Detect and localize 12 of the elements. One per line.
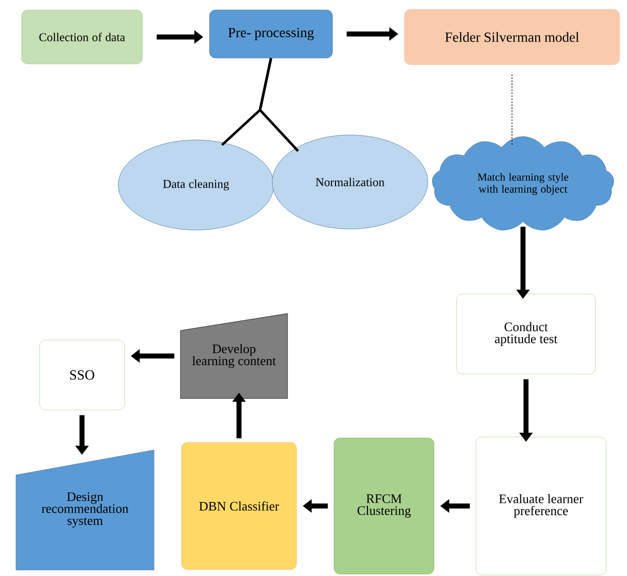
process-box: Felder Silverman model — [404, 9, 620, 65]
process-box: Collection of data — [21, 10, 143, 64]
process-trapezoid: Develop learning content — [180, 313, 288, 399]
process-box: SSO — [39, 340, 125, 410]
process-box: Evaluate learner preference — [476, 436, 606, 576]
process-box: DBN Classifier — [181, 442, 297, 570]
process-trapezoid: Design recommendation system — [16, 450, 154, 570]
process-box: Conduct aptitude test — [456, 294, 596, 374]
connector-line — [258, 58, 299, 152]
process-box: Pre- processing — [209, 10, 333, 58]
process-box: RFCM Clustering — [334, 438, 434, 574]
process-cloud: Match learning style with learning object — [432, 136, 614, 230]
